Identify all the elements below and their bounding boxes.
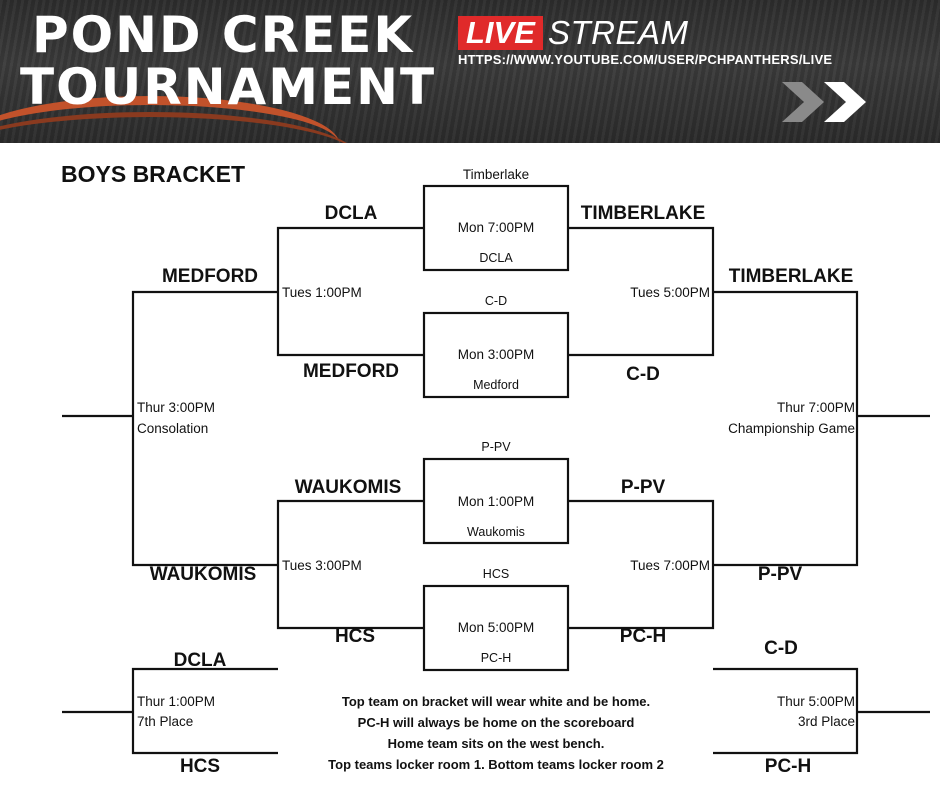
bracket-championship xyxy=(713,290,859,567)
r2-time-left-bottom: Tues 3:00PM xyxy=(282,558,362,573)
r2-team-timberlake: TIMBERLAKE xyxy=(580,203,706,224)
game4-bottom-team: PC-H xyxy=(480,651,512,665)
game1-time: Mon 7:00PM xyxy=(457,220,535,235)
stream-label: STREAM xyxy=(548,14,689,51)
championship-label: Championship Game xyxy=(728,421,855,436)
r3-left-top-team: MEDFORD xyxy=(161,266,259,287)
bracket-3rd-place xyxy=(713,667,859,755)
r2-time-right-bottom: Tues 7:00PM xyxy=(630,558,710,573)
third-top-team: C-D xyxy=(764,638,798,659)
r3-right-bottom-team: P-PV xyxy=(757,564,803,585)
live-badge: LIVE xyxy=(458,16,543,50)
consolation-time: Thur 3:00PM xyxy=(137,400,216,415)
basketball-arc-shadow xyxy=(0,112,360,143)
seventh-label: 7th Place xyxy=(137,714,194,729)
note-line-4: Top teams locker room 1. Bottom teams lo… xyxy=(328,757,664,772)
third-time: Thur 5:00PM xyxy=(776,694,855,709)
game4-time: Mon 5:00PM xyxy=(457,620,535,635)
seventh-top-team: DCLA xyxy=(173,650,227,671)
r2-team-dcla: DCLA xyxy=(324,203,378,224)
game3-time: Mon 1:00PM xyxy=(457,494,535,509)
tournament-title-line2: TOURNAMENT xyxy=(20,58,437,116)
game2-time: Mon 3:00PM xyxy=(457,347,535,362)
note-line-2: PC-H will always be home on the scoreboa… xyxy=(357,715,635,730)
bracket-7th-place xyxy=(131,667,278,755)
r2-team-waukomis: WAUKOMIS xyxy=(294,477,402,498)
game2-bottom-team: Medford xyxy=(473,378,519,392)
game3-bottom-team: Waukomis xyxy=(467,525,525,539)
double-chevron-right-icon xyxy=(782,82,866,122)
seventh-bottom-team: HCS xyxy=(179,756,221,777)
bracket-title: BOYS BRACKET xyxy=(61,161,246,187)
r2-team-cd: C-D xyxy=(626,364,660,385)
header-banner: POND CREEK TOURNAMENT LIVE STREAM HTTPS:… xyxy=(0,0,940,143)
r2-team-pch: PC-H xyxy=(619,626,667,647)
game3-top-team: P-PV xyxy=(481,440,511,454)
bracket-lines xyxy=(62,184,930,755)
r2-time-right-top: Tues 5:00PM xyxy=(630,285,710,300)
game1-bottom-team: DCLA xyxy=(479,251,513,265)
r2-time-left-top: Tues 1:00PM xyxy=(282,285,362,300)
r2-team-ppv: P-PV xyxy=(620,477,666,498)
r3-left-bottom-team: WAUKOMIS xyxy=(149,564,257,585)
championship-time: Thur 7:00PM xyxy=(776,400,855,415)
tournament-title-line1: POND CREEK xyxy=(32,6,415,64)
consolation-label: Consolation xyxy=(137,421,209,436)
game2-top-team: C-D xyxy=(484,294,508,308)
game1-top-team: Timberlake xyxy=(462,167,530,182)
r2-team-hcs: HCS xyxy=(334,626,376,647)
game4-top-team: HCS xyxy=(482,567,510,581)
note-line-3: Home team sits on the west bench. xyxy=(387,736,605,751)
r3-right-top-team: TIMBERLAKE xyxy=(728,266,854,287)
seventh-time: Thur 1:00PM xyxy=(137,694,216,709)
basketball-arc xyxy=(0,96,340,143)
third-label: 3rd Place xyxy=(797,714,855,729)
third-bottom-team: PC-H xyxy=(764,756,812,777)
bracket-consolation xyxy=(131,290,278,567)
stream-url-link[interactable]: HTTPS://WWW.YOUTUBE.COM/USER/PCHPANTHERS… xyxy=(458,52,833,67)
r2-team-medford: MEDFORD xyxy=(302,361,400,382)
note-line-1: Top team on bracket will wear white and … xyxy=(341,694,651,709)
